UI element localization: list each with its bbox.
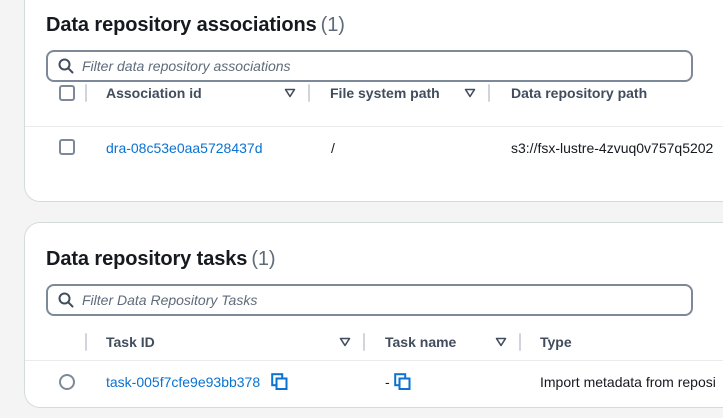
column-header-type[interactable]: Type xyxy=(540,334,572,350)
tasks-heading: Data repository tasks(1) xyxy=(46,248,276,271)
column-header-data-repository-path[interactable]: Data repository path xyxy=(511,85,648,101)
tasks-table-header: Task ID Task name Type xyxy=(25,325,723,361)
task-name-value: - xyxy=(385,374,390,390)
row-radio[interactable] xyxy=(59,374,75,390)
associations-title: Data repository associations xyxy=(46,14,317,36)
task-type-value: Import metadata from reposi xyxy=(540,374,716,390)
task-id-link[interactable]: task-005f7cfe9e93bb378 xyxy=(106,374,261,390)
associations-heading: Data repository associations(1) xyxy=(46,14,345,37)
data-repository-tasks-panel: Data repository tasks(1) Task ID Task na… xyxy=(24,222,723,408)
column-divider xyxy=(308,84,310,102)
caret-down-icon[interactable] xyxy=(495,337,507,347)
association-id-link[interactable]: dra-08c53e0aa5728437d xyxy=(106,140,263,156)
column-divider xyxy=(85,84,87,102)
caret-down-icon[interactable] xyxy=(464,88,476,98)
column-header-task-name[interactable]: Task name xyxy=(385,334,457,350)
tasks-search xyxy=(46,284,693,316)
associations-table-header: Association id File system path Data rep… xyxy=(25,84,723,127)
tasks-title: Data repository tasks xyxy=(46,248,248,270)
data-repository-path-value: s3://fsx-lustre-4zvuq0v757q5202 xyxy=(511,140,714,156)
caret-down-icon[interactable] xyxy=(284,88,296,98)
table-row: task-005f7cfe9e93bb378 - Import metadata… xyxy=(25,369,723,409)
select-all-checkbox[interactable] xyxy=(59,85,75,101)
caret-down-icon[interactable] xyxy=(339,337,351,347)
associations-count: (1) xyxy=(320,14,345,36)
associations-search xyxy=(46,50,693,82)
search-icon xyxy=(58,58,74,74)
associations-search-input[interactable] xyxy=(82,52,682,80)
copy-icon[interactable] xyxy=(394,373,411,390)
copy-icon[interactable] xyxy=(271,373,288,390)
column-divider xyxy=(363,333,365,351)
column-divider xyxy=(488,84,490,102)
column-divider xyxy=(519,333,521,351)
file-system-path-value: / xyxy=(331,140,335,156)
search-icon xyxy=(58,292,74,308)
column-header-file-system-path[interactable]: File system path xyxy=(330,85,440,101)
data-repository-associations-panel: Data repository associations(1) Associat… xyxy=(24,0,723,202)
row-checkbox[interactable] xyxy=(59,139,75,155)
column-header-task-id[interactable]: Task ID xyxy=(106,334,155,350)
table-row: dra-08c53e0aa5728437d / s3://fsx-lustre-… xyxy=(25,139,723,183)
column-divider xyxy=(85,333,87,351)
tasks-count: (1) xyxy=(251,248,276,270)
column-header-association-id[interactable]: Association id xyxy=(106,85,202,101)
tasks-search-input[interactable] xyxy=(82,286,682,314)
